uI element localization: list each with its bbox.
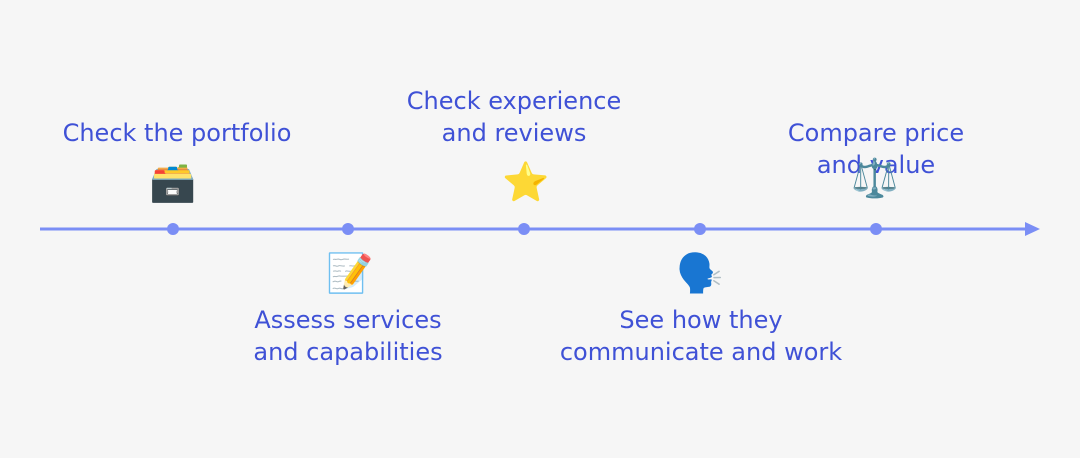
timeline-arrowhead [1025, 222, 1040, 236]
step-3-label: Check experience and reviews [406, 87, 622, 147]
star-icon: ⭐ [502, 160, 550, 204]
balance-scale-icon: ⚖️ [851, 156, 899, 200]
step-4-label: See how they communicate and work [559, 306, 843, 366]
step-5-label: Compare price and value [787, 119, 965, 179]
timeline-dot-1 [167, 223, 179, 235]
timeline-dot-2 [342, 223, 354, 235]
timeline-dot-4 [694, 223, 706, 235]
card-file-box-icon: 🗃️ [149, 160, 197, 204]
timeline-dot-3 [518, 223, 530, 235]
memo-icon: 📝 [326, 251, 374, 295]
step-2-label: Assess services and capabilities [253, 306, 443, 366]
step-1-label: Check the portfolio [62, 119, 292, 147]
speaking-head-icon: 🗣️ [676, 251, 724, 295]
timeline-dot-5 [870, 223, 882, 235]
